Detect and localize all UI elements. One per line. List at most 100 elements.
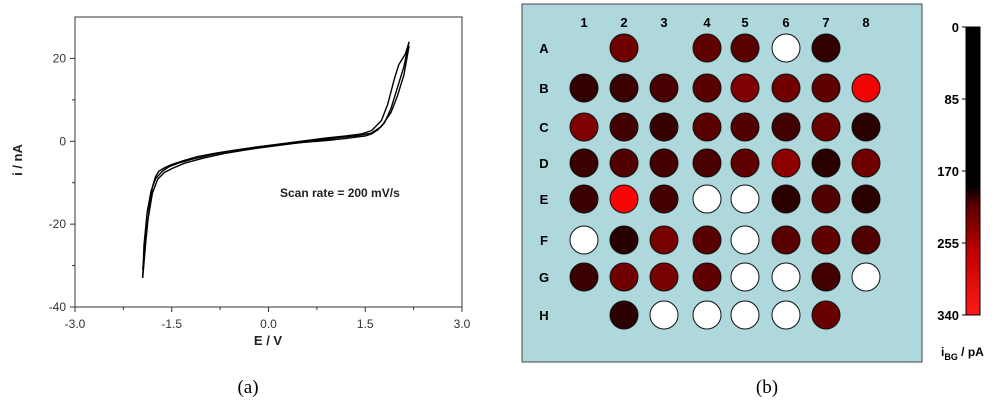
- well-H7: [811, 300, 841, 330]
- cv-series-line-1: [142, 41, 410, 279]
- colorbar-tick-label: 340: [937, 308, 959, 323]
- well-H3: [649, 300, 679, 330]
- well-C2: [609, 112, 639, 142]
- well-A5: [730, 33, 760, 63]
- plate-column-label: 6: [782, 15, 789, 30]
- well-F2: [609, 225, 639, 255]
- well-A6: [771, 33, 801, 63]
- cv-x-tick-label: 0.0: [260, 317, 277, 331]
- cv-plot-frame: [74, 16, 463, 308]
- cv-series-line-2: [142, 41, 410, 279]
- well-B6: [771, 73, 801, 103]
- plate-row-label: A: [539, 41, 549, 56]
- colorbar-tick-label: 85: [945, 92, 959, 107]
- well-G5: [730, 262, 760, 292]
- plate-wells: [569, 33, 881, 330]
- panel-b-label: (b): [756, 377, 778, 398]
- panel-a-label: (a): [237, 377, 258, 398]
- colorbar-label-unit: / pA: [958, 345, 984, 359]
- well-C5: [730, 112, 760, 142]
- cv-x-ticks: -3.0 -1.5 0.0 1.5 3.0: [65, 307, 471, 331]
- well-D6: [771, 148, 801, 178]
- cv-annotation: Scan rate = 200 mV/s: [280, 186, 400, 200]
- colorbar: 0 85 170 255 340 iBG / pA: [937, 20, 984, 362]
- colorbar-label-main: i: [941, 345, 944, 359]
- well-E6: [771, 184, 801, 214]
- cv-y-tick-label: -40: [49, 300, 67, 314]
- well-B7: [811, 73, 841, 103]
- well-E7: [811, 184, 841, 214]
- plate-row-label: D: [539, 156, 548, 171]
- well-E2: [609, 184, 639, 214]
- well-B1: [569, 73, 599, 103]
- well-H4: [692, 300, 722, 330]
- well-A7: [811, 33, 841, 63]
- colorbar-tick-label: 0: [952, 20, 959, 35]
- well-B2: [609, 73, 639, 103]
- colorbar-ticks: 0 85 170 255 340: [937, 20, 966, 323]
- well-G8: [851, 262, 881, 292]
- cv-y-tick-label: -20: [49, 217, 67, 231]
- plate-column-label: 4: [703, 15, 711, 30]
- well-D1: [569, 148, 599, 178]
- plate-row-label: G: [539, 270, 549, 285]
- plate-column-label: 3: [660, 15, 667, 30]
- well-B4: [692, 73, 722, 103]
- colorbar-gradient: [965, 26, 981, 316]
- plate-background: [521, 3, 923, 363]
- plate-row-label: H: [539, 308, 548, 323]
- well-H5: [730, 300, 760, 330]
- well-C4: [692, 112, 722, 142]
- plate-column-label: 1: [580, 15, 587, 30]
- colorbar-label-subscript: BG: [944, 352, 958, 362]
- well-C7: [811, 112, 841, 142]
- plate-row-label: B: [539, 81, 548, 96]
- cv-x-tick-label: 1.5: [357, 317, 374, 331]
- well-C8: [851, 112, 881, 142]
- well-F4: [692, 225, 722, 255]
- plate-row-label: F: [540, 233, 548, 248]
- well-G7: [811, 262, 841, 292]
- well-H2: [609, 300, 639, 330]
- well-G1: [569, 262, 599, 292]
- well-B3: [649, 73, 679, 103]
- well-F7: [811, 225, 841, 255]
- well-H6: [771, 300, 801, 330]
- plate-column-label: 5: [741, 15, 748, 30]
- cv-y-axis-label: i / nA: [10, 144, 25, 176]
- cv-y-tick-label: 0: [59, 134, 66, 148]
- well-F3: [649, 225, 679, 255]
- well-E4: [692, 184, 722, 214]
- cv-x-tick-label: 3.0: [454, 317, 471, 331]
- well-C6: [771, 112, 801, 142]
- well-G2: [609, 262, 639, 292]
- well-D7: [811, 148, 841, 178]
- well-D5: [730, 148, 760, 178]
- colorbar-tick-label: 170: [937, 164, 959, 179]
- plate-column-label: 7: [822, 15, 829, 30]
- well-E3: [649, 184, 679, 214]
- cv-x-tick-label: -3.0: [65, 317, 86, 331]
- well-F5: [730, 225, 760, 255]
- cv-x-axis-label: E / V: [254, 333, 283, 348]
- well-D2: [609, 148, 639, 178]
- plate-row-label: C: [539, 120, 549, 135]
- well-D3: [649, 148, 679, 178]
- well-E1: [569, 184, 599, 214]
- well-B5: [730, 73, 760, 103]
- well-A2: [609, 33, 639, 63]
- well-F6: [771, 225, 801, 255]
- well-A4: [692, 33, 722, 63]
- well-C1: [569, 112, 599, 142]
- colorbar-tick-label: 255: [937, 236, 959, 251]
- well-F1: [569, 225, 599, 255]
- well-C3: [649, 112, 679, 142]
- cv-series-lines: [142, 41, 410, 279]
- cv-x-tick-label: -1.5: [161, 317, 182, 331]
- well-G4: [692, 262, 722, 292]
